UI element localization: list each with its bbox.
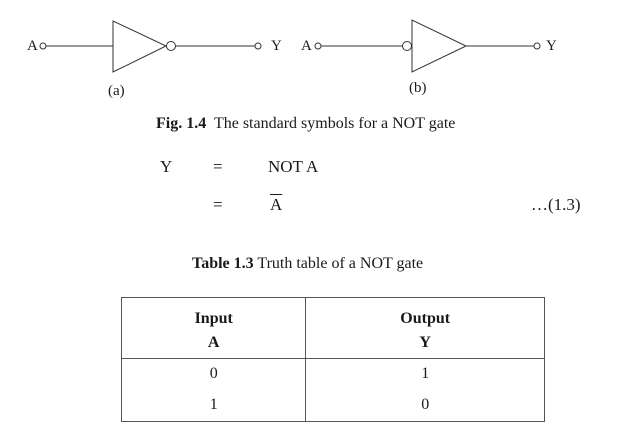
table-row: 0 1 [120, 358, 545, 388]
figure-caption-text: The standard symbols for a NOT gate [213, 115, 456, 132]
equation-lhs: Y [160, 157, 173, 176]
header-input: Input [120, 297, 307, 328]
subheader-a: A [120, 328, 307, 359]
table-cell: 1 [305, 358, 545, 388]
gate-b-inversion-bubble [402, 41, 412, 51]
table-cell: 0 [120, 358, 307, 388]
table-header-row: Input Output [120, 297, 545, 328]
equation-equals-1: = [213, 157, 223, 176]
table-subheader-row: A Y [120, 328, 545, 359]
table-caption-text: Truth table of a NOT gate [257, 255, 424, 272]
table-row: 1 0 [120, 388, 545, 422]
equation-rhs-1: NOT A [268, 157, 319, 176]
table-caption-number: Table 1.3 [192, 255, 254, 272]
gate-a-inversion-bubble [166, 41, 176, 51]
gate-a-sub-caption: (a) [108, 83, 125, 99]
gate-b-input-terminal [314, 42, 322, 50]
gate-a-triangle [112, 20, 168, 73]
table-caption: Table 1.3 Truth table of a NOT gate [192, 255, 423, 273]
header-output: Output [305, 297, 545, 328]
not-gate-figure [39, 19, 541, 73]
equation-equals-2: = [213, 195, 223, 214]
gate-a-input-label: A [27, 38, 38, 54]
truth-table: Input Output A Y 0 1 1 0 [120, 297, 545, 422]
gate-b-output-terminal [533, 42, 541, 50]
gate-a-output-terminal [254, 42, 262, 50]
table-cell: 1 [120, 388, 307, 422]
equation-number: …(1.3) [531, 195, 581, 214]
gate-b-triangle [411, 19, 468, 73]
gate-b-output-label: Y [546, 38, 557, 54]
figure-caption-number: Fig. 1.4 [156, 115, 207, 132]
gate-b-input-label: A [301, 38, 312, 54]
gate-a-output-label: Y [271, 38, 282, 54]
subheader-y: Y [305, 328, 545, 359]
not-gate-a [39, 20, 262, 73]
not-gate-b [314, 19, 541, 73]
gate-a-input-terminal [39, 42, 47, 50]
gate-b-sub-caption: (b) [409, 80, 427, 96]
equation-rhs-2-complement: A [270, 195, 283, 214]
table-cell: 0 [305, 388, 545, 422]
figure-caption: Fig. 1.4 The standard symbols for a NOT … [156, 115, 455, 133]
